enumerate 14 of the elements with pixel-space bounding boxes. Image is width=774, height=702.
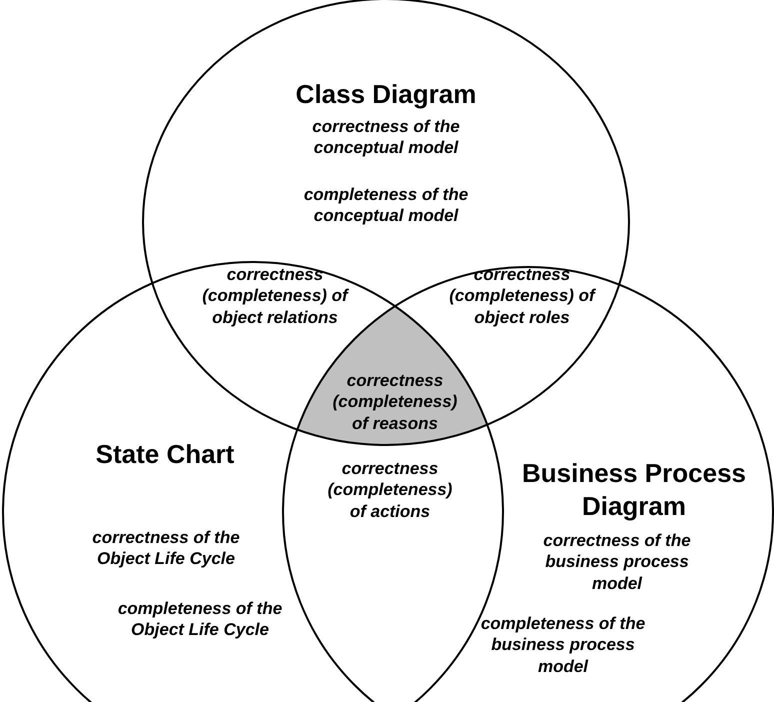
- set-text: correctness of the conceptual model: [311, 116, 461, 158]
- set-text: completeness of the Object Life Cycle: [116, 598, 284, 640]
- set-circle: [142, 0, 630, 446]
- set-title: Class Diagram: [294, 78, 478, 110]
- set-text: completeness of the conceptual model: [302, 184, 470, 226]
- overlap-text: correctness (completeness) of object relations: [201, 264, 350, 328]
- overlap-text: correctness (completeness) of actions: [326, 458, 454, 522]
- set-text: correctness of the business process model: [542, 530, 692, 594]
- set-text: correctness of the Object Life Cycle: [91, 527, 241, 570]
- set-title: Business Process Diagram: [520, 457, 747, 522]
- region-text: correctness (completeness) of reasons: [332, 370, 458, 434]
- set-text: completeness of the business process model: [480, 613, 646, 677]
- set-title: State Chart: [94, 438, 236, 470]
- overlap-text: correctness (completeness) of object roles: [448, 264, 597, 328]
